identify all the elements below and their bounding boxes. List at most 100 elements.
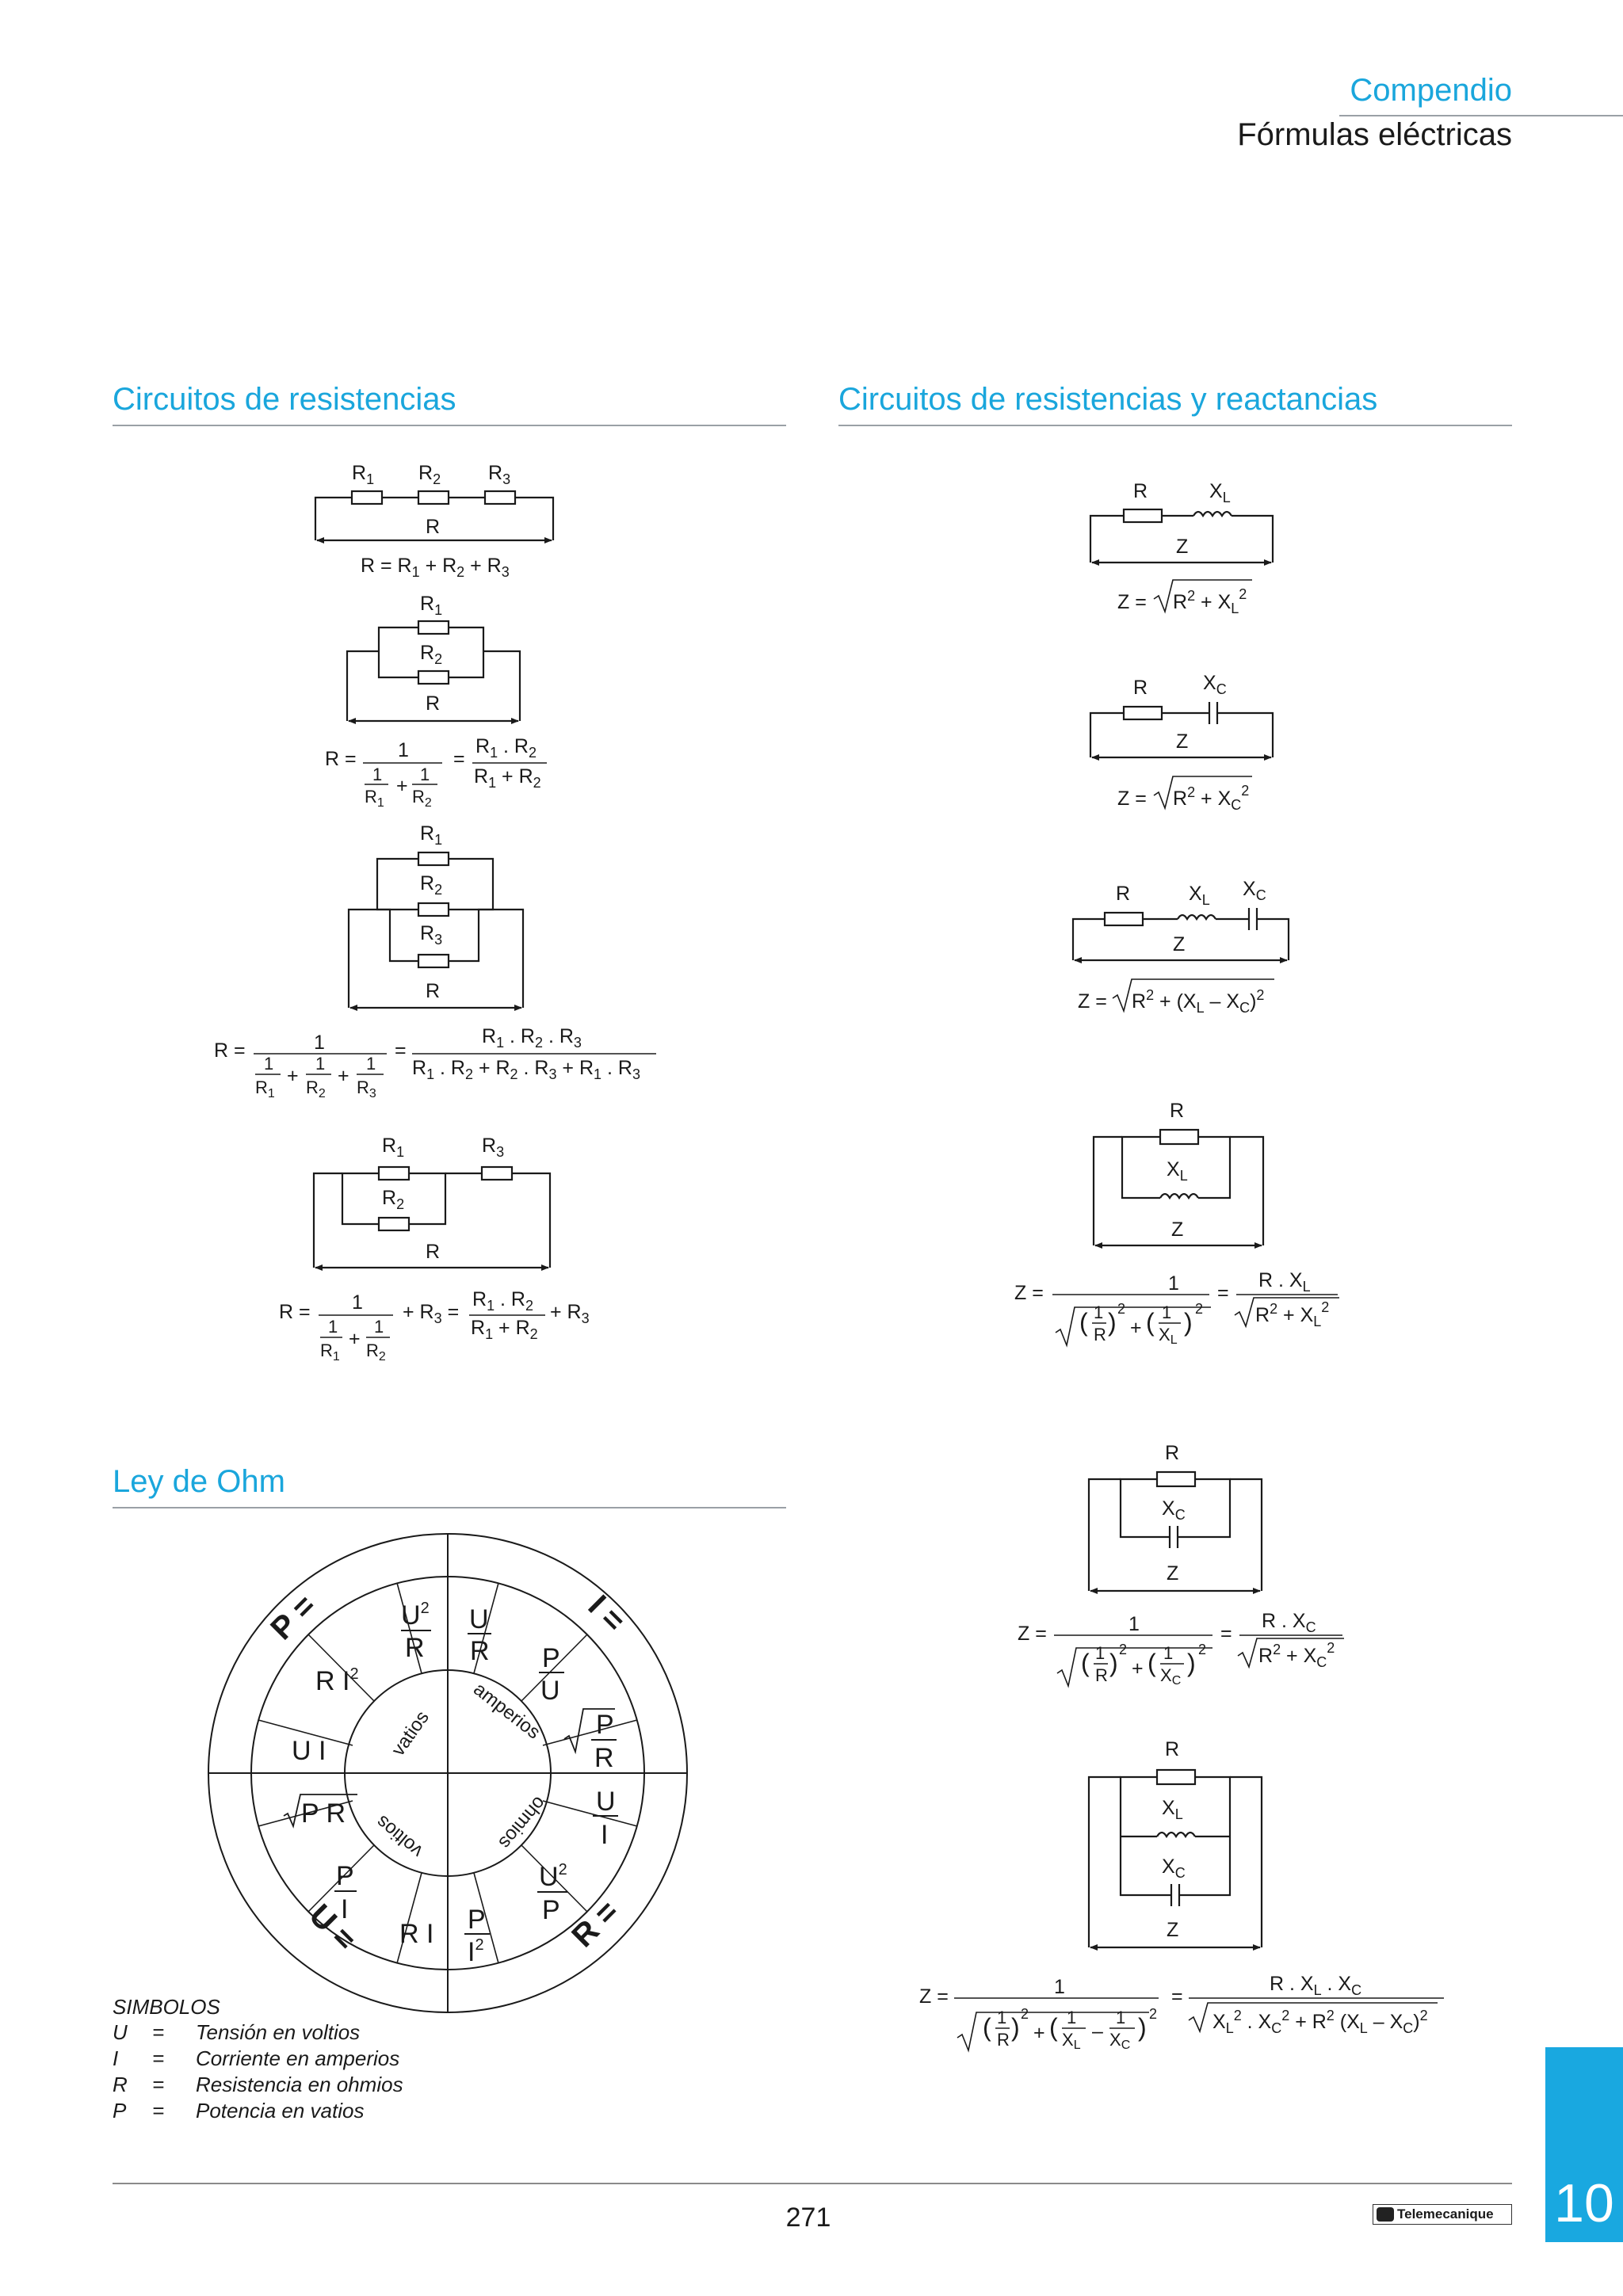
- svg-text:1: 1: [1067, 2008, 1076, 2027]
- svg-text:1: 1: [1162, 1302, 1171, 1322]
- svg-text:XC: XC: [1160, 1665, 1181, 1688]
- symbol-row-r: R=Resistencia en ohmios: [113, 2073, 403, 2096]
- svg-text:R1: R1: [420, 593, 442, 618]
- svg-text:R: R: [1133, 677, 1148, 699]
- resistance-circuits-figure: R1 R2 R3 R R = R1 + R2 + R3 R1 R2 R R = …: [214, 462, 656, 1363]
- section-rule: [838, 425, 1512, 426]
- svg-text:(: (: [1148, 1649, 1156, 1677]
- rc-series-circuit: R XC Z Z = R2 + XC2: [1089, 672, 1274, 813]
- parallel-three-circuit: R1 R2 R3 R R = 1 1 R1 + 1 R2 + 1 R3 = R1…: [214, 822, 656, 1100]
- svg-text:Z =: Z =: [1078, 990, 1107, 1013]
- svg-text:): ): [1138, 2013, 1147, 2042]
- section-rule: [113, 1507, 786, 1508]
- svg-text:XC: XC: [1243, 878, 1266, 903]
- svg-text:R =: R =: [325, 748, 357, 770]
- svg-text:R: R: [1095, 1665, 1108, 1685]
- svg-text:): ): [1184, 1308, 1193, 1337]
- svg-text:Z: Z: [1176, 730, 1188, 753]
- svg-text:R: R: [1165, 1738, 1179, 1760]
- svg-text:U: U: [596, 1787, 616, 1817]
- svg-text:+ R3 =: + R3 =: [403, 1301, 459, 1326]
- svg-text:R2: R2: [412, 787, 432, 810]
- section-title-resistencias: Circuitos de resistencias: [113, 382, 456, 417]
- svg-text:(: (: [1079, 1308, 1088, 1337]
- svg-text:R2: R2: [382, 1187, 404, 1212]
- symbol-row-u: U=Tensión en voltios: [113, 2020, 361, 2044]
- svg-text:XC: XC: [1162, 1497, 1186, 1523]
- svg-text:U I: U I: [292, 1736, 326, 1766]
- svg-text:R1 . R2: R1 . R2: [472, 1288, 533, 1314]
- svg-text:1: 1: [374, 1317, 384, 1337]
- svg-text:P: P: [542, 1895, 560, 1925]
- svg-text:R: R: [426, 1241, 440, 1263]
- svg-text:R2: R2: [420, 872, 442, 898]
- svg-text:R2: R2: [418, 462, 441, 487]
- svg-text:R1: R1: [382, 1135, 404, 1160]
- svg-text:XL: XL: [1189, 883, 1210, 908]
- svg-text:Z: Z: [1167, 1562, 1178, 1585]
- svg-text:1: 1: [1163, 1643, 1173, 1663]
- svg-text:R: R: [1165, 1442, 1179, 1464]
- svg-text:XL: XL: [1159, 1325, 1178, 1347]
- svg-text:R1 + R2: R1 + R2: [471, 1317, 538, 1342]
- svg-text:U2: U2: [401, 1600, 430, 1630]
- svg-text:R2 + XL2: R2 + XL2: [1255, 1299, 1329, 1329]
- svg-text:R: R: [426, 980, 440, 1002]
- svg-text:1: 1: [1054, 1976, 1065, 1998]
- svg-text:XL: XL: [1209, 480, 1231, 505]
- svg-text:Z =: Z =: [1018, 1623, 1047, 1645]
- svg-text:U: U: [469, 1604, 489, 1634]
- svg-text:2: 2: [1119, 1642, 1127, 1657]
- svg-text:1: 1: [420, 765, 430, 784]
- svg-text:R I: R I: [399, 1919, 433, 1949]
- svg-text:R1: R1: [352, 462, 374, 487]
- svg-text:Z: Z: [1167, 1919, 1178, 1941]
- svg-text:R I2: R I2: [315, 1665, 359, 1696]
- svg-text:R: R: [1170, 1100, 1184, 1122]
- svg-text:U: U: [540, 1676, 560, 1706]
- svg-text:–: –: [1092, 2020, 1103, 2042]
- svg-text:2: 2: [1117, 1301, 1125, 1317]
- svg-text:R . XC: R . XC: [1262, 1610, 1316, 1635]
- symbol-row-i: I=Corriente en amperios: [113, 2046, 400, 2070]
- svg-text:+: +: [338, 1065, 349, 1087]
- svg-text:1: 1: [366, 1054, 376, 1074]
- svg-text:R1 . R2 + R2 . R3 + R1 . R3: R1 . R2 + R2 . R3 + R1 . R3: [412, 1057, 640, 1082]
- rlc-parallel-circuit: R XL XC Z Z = 1 ( 1 R ) 2 + ( 1 XL – 1 X…: [919, 1738, 1444, 2053]
- svg-text:2: 2: [1195, 1301, 1203, 1317]
- svg-text:1: 1: [1116, 2008, 1125, 2027]
- svg-text:=: =: [1217, 1282, 1229, 1304]
- svg-text:+: +: [1130, 1317, 1142, 1339]
- svg-text:P: P: [468, 1905, 486, 1935]
- svg-text:=: =: [1171, 1985, 1183, 2008]
- svg-text:1: 1: [398, 739, 409, 761]
- svg-text:R2: R2: [366, 1341, 386, 1363]
- svg-text:P: P: [542, 1643, 560, 1673]
- svg-text:1: 1: [264, 1054, 273, 1074]
- svg-text:XC: XC: [1109, 2030, 1130, 2052]
- svg-text:=: =: [395, 1039, 407, 1062]
- svg-text:XL2 . XC2 + R2 (XL – XC)2: XL2 . XC2 + R2 (XL – XC)2: [1212, 2008, 1428, 2036]
- svg-text:R: R: [1094, 1325, 1106, 1344]
- svg-text:R3: R3: [357, 1077, 376, 1100]
- section-title-reactancias: Circuitos de resistencias y reactancias: [838, 382, 1378, 417]
- ohm-law-wheel: P = I = U = R = vatios amperios voltios …: [208, 1533, 688, 2013]
- brand-mark-icon: [1377, 2207, 1394, 2222]
- svg-text:XL: XL: [1162, 1797, 1183, 1822]
- svg-text:XL: XL: [1062, 2030, 1081, 2052]
- svg-text:=: =: [1220, 1623, 1232, 1645]
- chapter-number: 10: [1554, 2173, 1614, 2233]
- page-number: 271: [785, 2203, 831, 2233]
- svg-text:R1 . R2 . R3: R1 . R2 . R3: [482, 1025, 582, 1051]
- svg-text:R1: R1: [320, 1341, 340, 1363]
- svg-text:R =: R =: [214, 1039, 246, 1062]
- brand-logo: Telemecanique: [1373, 2204, 1512, 2225]
- svg-text:XC: XC: [1162, 1855, 1186, 1881]
- quadrant-label-i: I =: [582, 1589, 632, 1638]
- svg-text:(: (: [1146, 1308, 1155, 1337]
- svg-text:R = R1 + R2 + R3: R = R1 + R2 + R3: [361, 555, 510, 580]
- svg-text:2: 2: [1021, 2006, 1029, 2022]
- svg-text:R: R: [1116, 883, 1130, 905]
- svg-text:R3: R3: [488, 462, 510, 487]
- brand-name: Telemecanique: [1397, 2206, 1494, 2222]
